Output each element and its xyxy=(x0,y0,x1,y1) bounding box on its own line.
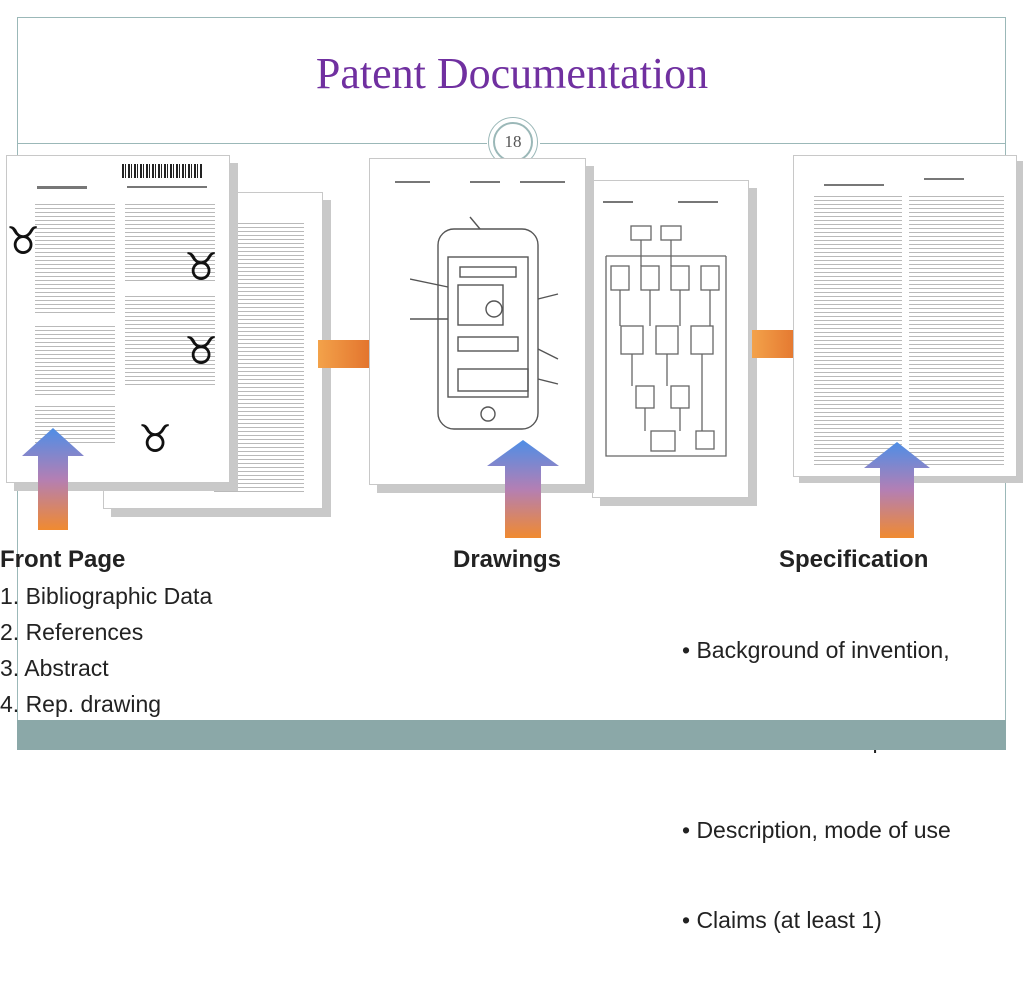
taurus-icon: ♉ xyxy=(184,332,218,370)
list-item: • Description, mode of use xyxy=(682,812,952,848)
up-arrow-icon xyxy=(22,428,84,530)
footer-bar xyxy=(17,720,1006,750)
front-page-heading: Front Page xyxy=(0,546,125,574)
up-arrow-icon xyxy=(864,442,930,538)
circuit-diagram-icon xyxy=(601,216,731,476)
barcode-icon xyxy=(122,164,202,178)
front-page-list: 1. Bibliographic Data 2. References 3. A… xyxy=(0,578,212,722)
list-item: 3. Abstract xyxy=(0,650,212,686)
title-rule-left xyxy=(17,143,487,144)
list-item: • Background of invention, xyxy=(682,632,952,668)
drawings-back-sheet xyxy=(592,180,749,498)
list-item: 4. Rep. drawing xyxy=(0,686,212,722)
drawings-heading: Drawings xyxy=(453,546,561,574)
slide-title: Patent Documentation xyxy=(0,48,1024,99)
drawings-sheet xyxy=(369,158,586,485)
specification-list: • Background of invention, discussion of… xyxy=(682,578,952,992)
taurus-icon: ♉ xyxy=(138,420,172,458)
taurus-icon: ♉ xyxy=(184,248,218,286)
specification-sheet xyxy=(793,155,1017,477)
list-item: 1. Bibliographic Data xyxy=(0,578,212,614)
taurus-icon: ♉ xyxy=(6,222,40,260)
up-arrow-icon xyxy=(487,440,559,538)
title-rule-right xyxy=(540,143,1006,144)
list-item: • Claims (at least 1) xyxy=(682,902,952,938)
page-number: 18 xyxy=(493,122,533,162)
phone-drawing-icon xyxy=(410,209,560,479)
specification-heading: Specification xyxy=(779,546,928,574)
list-item: 2. References xyxy=(0,614,212,650)
